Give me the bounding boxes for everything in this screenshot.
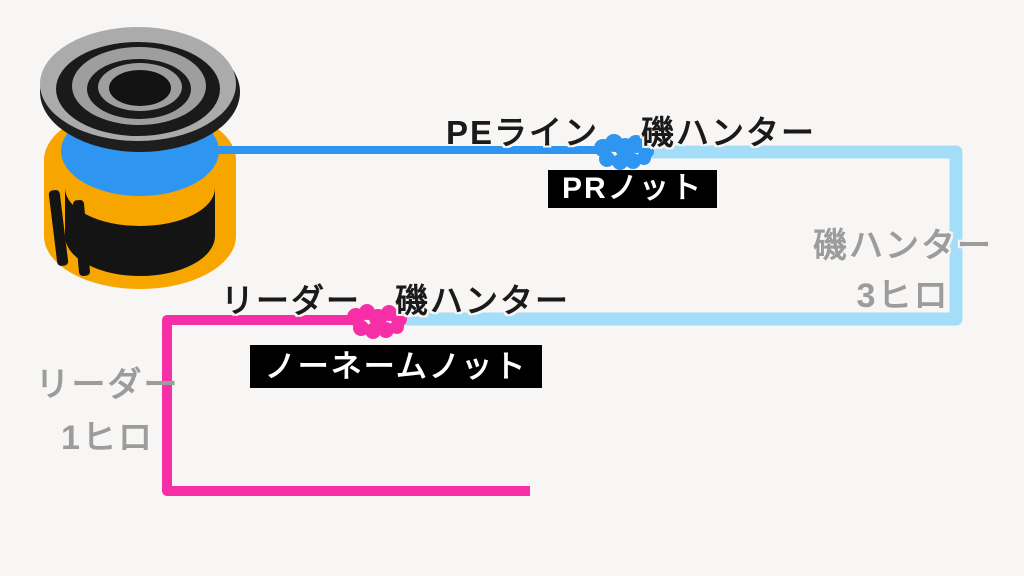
spool-slit [48,190,69,266]
leader-name: リーダー [35,366,180,404]
line-spool-icon [40,27,240,289]
spool-slit [73,199,90,276]
main-line-label-mid: 磯ハンター [395,282,570,319]
main-line-side-note: 磯ハンター 3ヒロ [803,221,1003,321]
main-line-label-top: 磯ハンター [641,114,816,151]
leader-line [162,315,530,496]
noname-knot-scribble-icon [347,304,407,339]
pr-knot-scribble-icon [594,134,654,170]
leader-label: リーダー [221,282,361,319]
pr-knot-badge: PRノット [548,170,717,208]
leader-length: 1ヒロ [61,419,154,457]
spool-disc [40,27,240,152]
pe-line-label: PEライン [446,114,600,151]
main-line-name: 磯ハンター [813,227,993,265]
leader-side-note: リーダー 1ヒロ [25,359,190,465]
spool-front-band [65,188,215,276]
noname-knot-badge: ノーネームノット [250,345,542,388]
main-line [400,145,963,326]
main-line-length: 3ヒロ [856,277,950,315]
